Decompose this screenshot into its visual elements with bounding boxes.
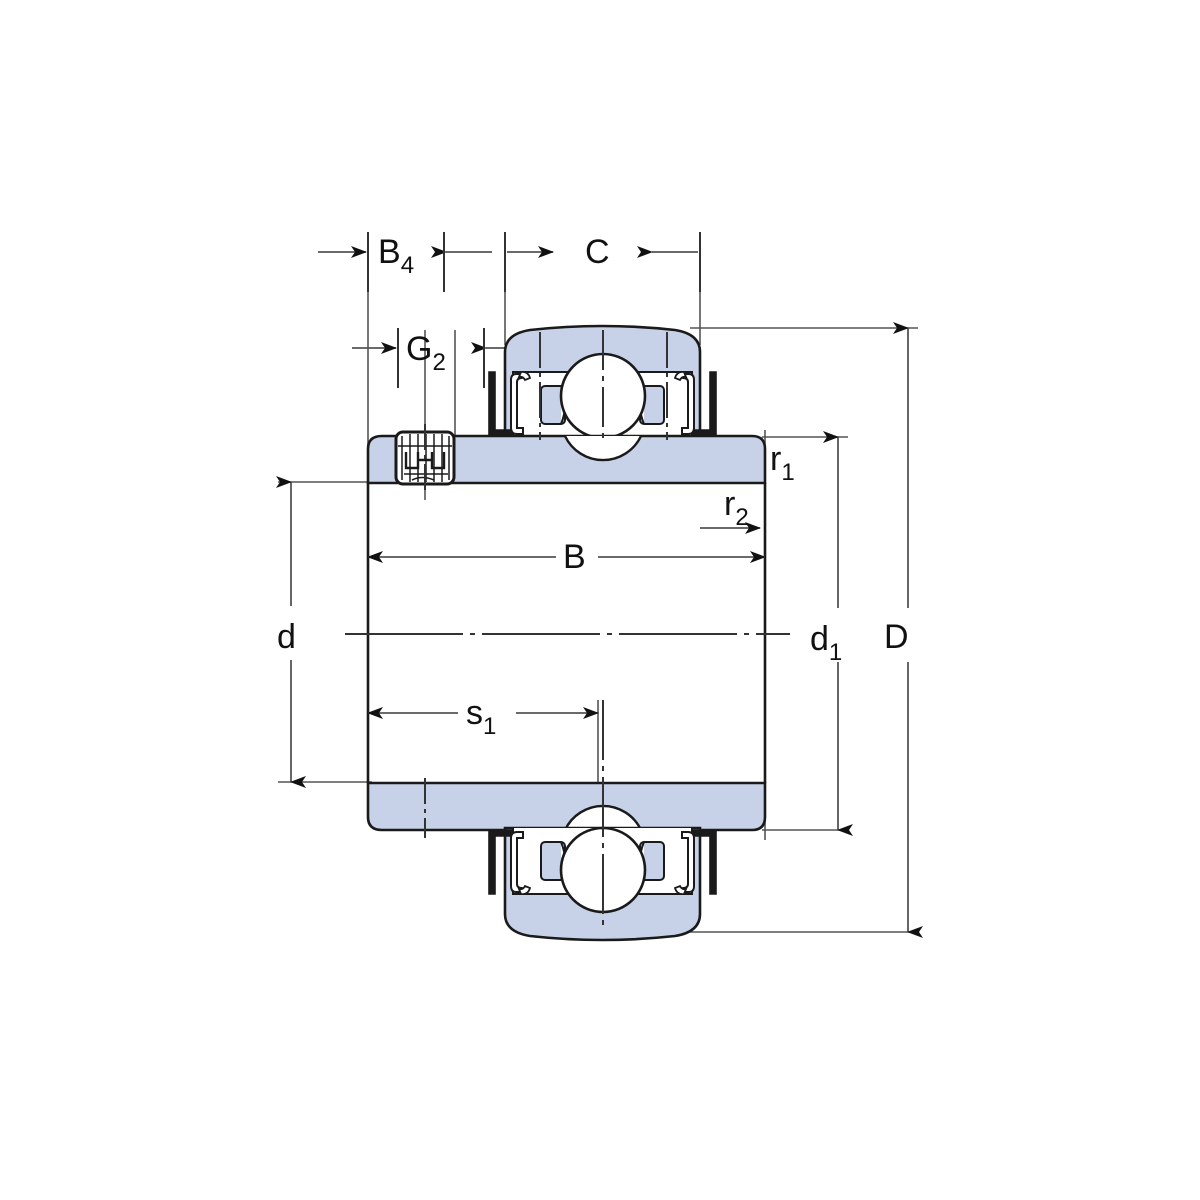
dimension-s1: s1 [367, 694, 599, 740]
dim-label-g2: G2 [406, 330, 446, 376]
inner-ring-top [366, 434, 767, 485]
radius-callouts: r1 r2 [700, 440, 795, 534]
dim-label-b: B [563, 538, 586, 576]
dimension-dd: D [884, 322, 923, 938]
dimension-d1: d1 [810, 431, 853, 836]
dimension-g2: G2 [352, 328, 530, 388]
dim-label-r2: r2 [724, 485, 749, 531]
dim-label-b4: B4 [378, 233, 414, 279]
dimension-d: d [276, 476, 306, 788]
dim-label-d1: d1 [810, 620, 842, 666]
dim-label-r1: r1 [770, 440, 795, 486]
dimension-b: B [367, 538, 766, 576]
dim-label-c: C [585, 233, 610, 271]
dim-label-s1: s1 [466, 694, 496, 740]
dimension-c: C [504, 232, 701, 292]
dimension-b4: B4 [318, 232, 492, 292]
dim-label-d: d [277, 618, 296, 656]
centerlines [345, 330, 790, 930]
inner-ring-bottom [366, 781, 767, 832]
dim-label-dd: D [884, 618, 909, 656]
